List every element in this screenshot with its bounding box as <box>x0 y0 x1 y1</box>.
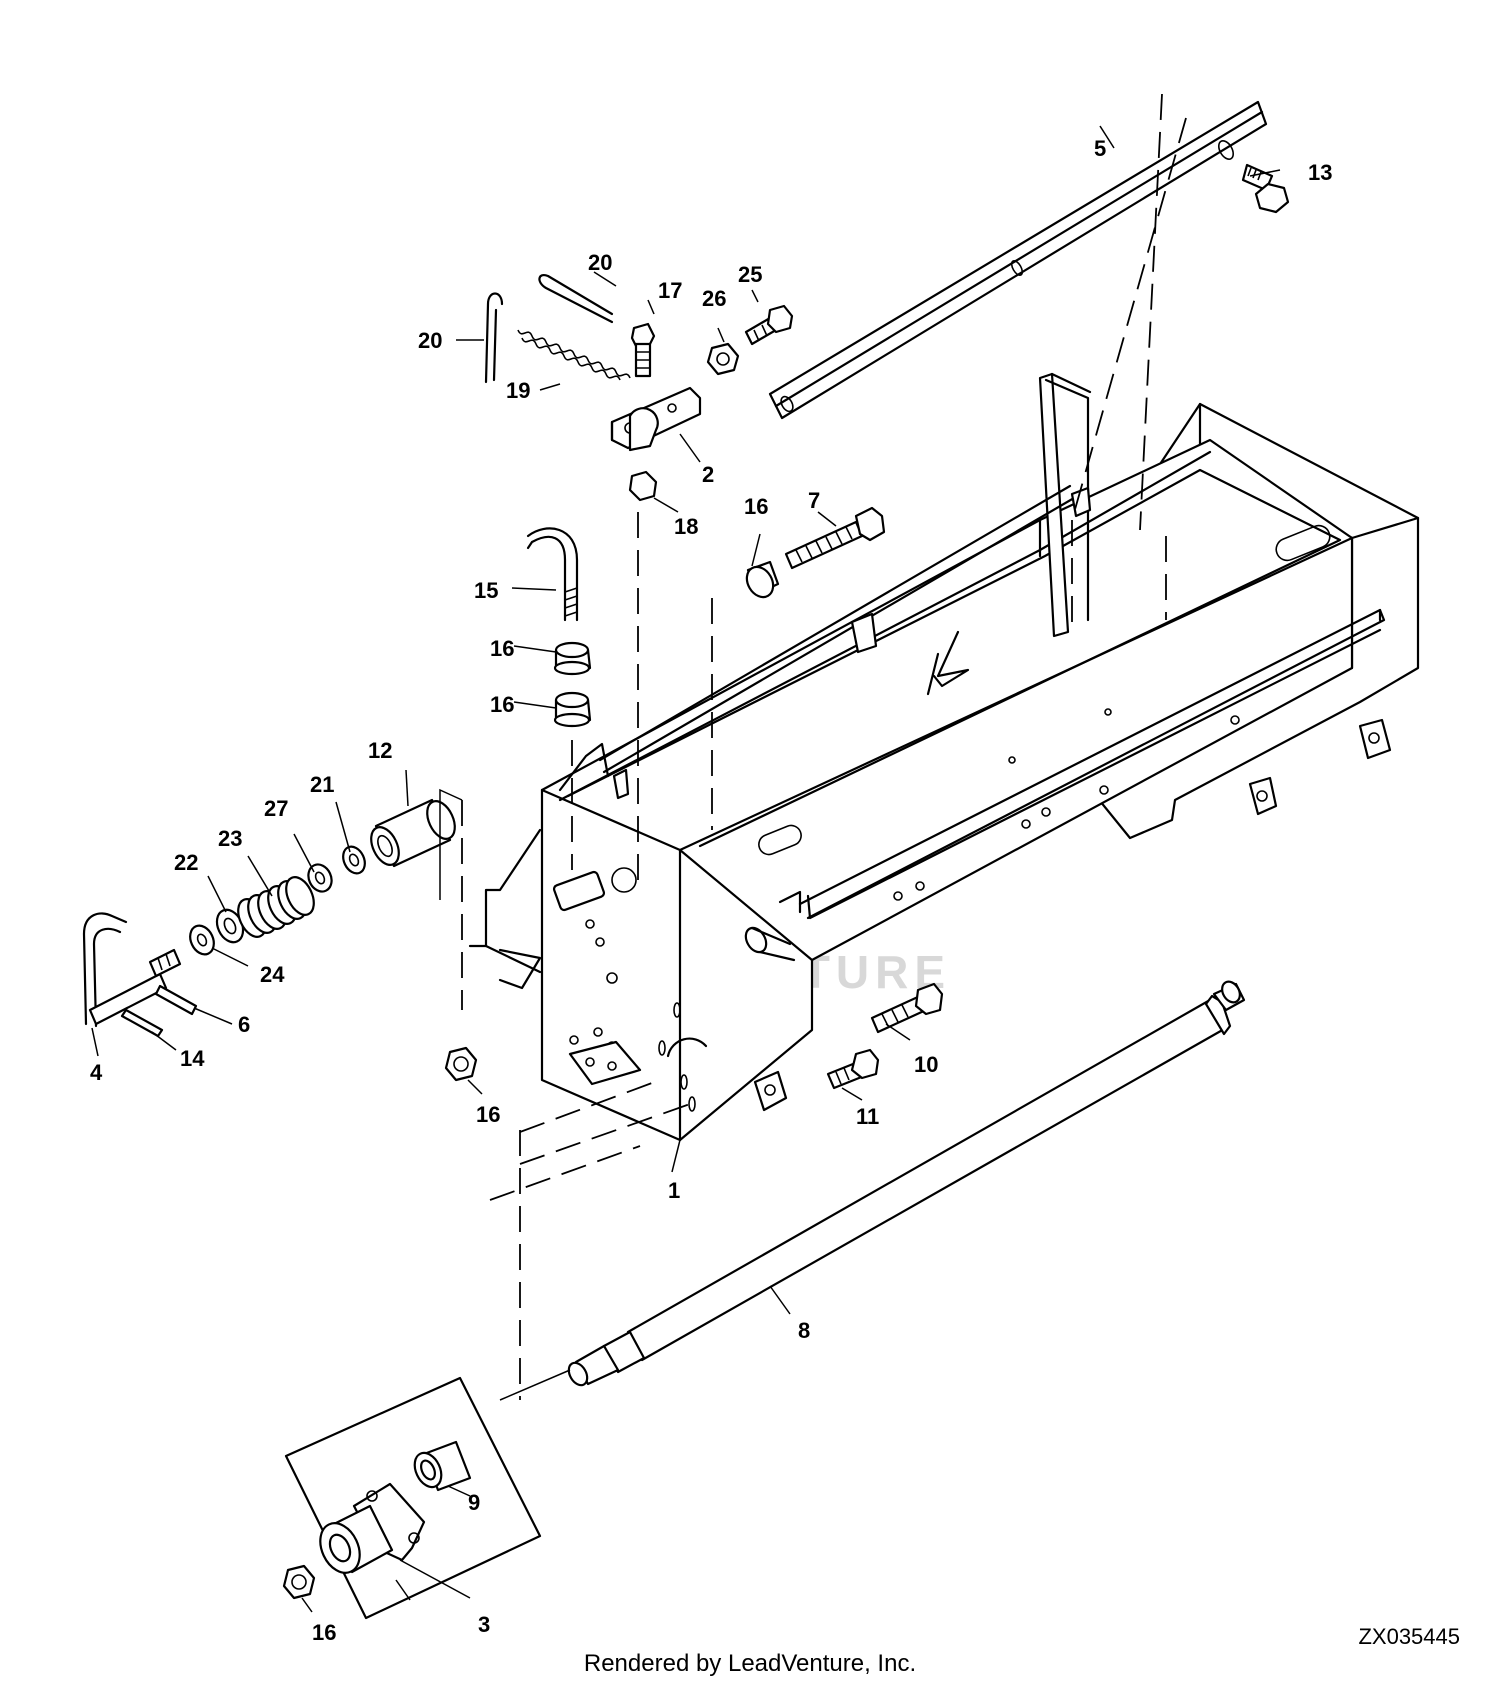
callout-24: 24 <box>260 962 285 987</box>
leader-lines <box>91 125 1281 1613</box>
callout-16-a: 16 <box>744 494 768 519</box>
pin-part-6 <box>154 984 198 1016</box>
callout-3: 3 <box>478 1612 490 1637</box>
callout-20-b: 20 <box>418 328 442 353</box>
callout-21: 21 <box>310 772 334 797</box>
callout-16-b: 16 <box>490 636 514 661</box>
nut-part-21 <box>342 845 366 875</box>
callout-2: 2 <box>702 462 714 487</box>
callout-18: 18 <box>674 514 698 539</box>
callout-13: 13 <box>1308 160 1332 185</box>
callout-17: 17 <box>658 278 682 303</box>
hook-part-15 <box>526 527 579 622</box>
footer-credit: Rendered by LeadVenture, Inc. <box>583 1650 917 1677</box>
washer-part-24 <box>189 924 215 956</box>
callout-26: 26 <box>702 286 726 311</box>
cotter-pin-part-20-top <box>538 274 614 324</box>
bracket-part-2 <box>610 386 702 452</box>
callout-12: 12 <box>368 738 392 763</box>
spring-part-23 <box>237 876 315 938</box>
main-frame-part-1 <box>468 372 1420 1142</box>
callout-16-e: 16 <box>312 1620 336 1645</box>
nut-part-16-left <box>444 1046 478 1082</box>
bolt-part-17 <box>630 322 656 378</box>
callout-1: 1 <box>668 1178 680 1203</box>
bar-part-5 <box>768 100 1268 420</box>
callout-14: 14 <box>180 1046 205 1071</box>
callout-labels: 1 2 3 4 5 6 7 8 9 10 11 12 13 14 15 16 1… <box>90 136 1332 1645</box>
nut-part-18 <box>628 470 658 502</box>
callout-23: 23 <box>218 826 242 851</box>
nut-part-16-right <box>745 560 780 599</box>
callout-15: 15 <box>474 578 498 603</box>
bolt-part-11 <box>826 1048 880 1090</box>
nut-part-26 <box>706 342 740 376</box>
nut-part-16-upper-a <box>553 641 592 676</box>
spring-part-19 <box>517 329 631 381</box>
callout-20-a: 20 <box>588 250 612 275</box>
callout-10: 10 <box>914 1052 938 1077</box>
callout-6: 6 <box>238 1012 250 1037</box>
assembly-lines <box>439 93 1187 1401</box>
callout-9: 9 <box>468 1490 480 1515</box>
bolt-part-10 <box>870 982 944 1034</box>
callout-4: 4 <box>90 1060 103 1085</box>
nut-part-16-bottom <box>282 1564 316 1600</box>
cotter-pin-part-20-left <box>484 292 504 384</box>
callout-16-c: 16 <box>490 692 514 717</box>
figure-id: ZX035445 <box>1358 1624 1460 1649</box>
callout-19: 19 <box>506 378 530 403</box>
bolt-part-13 <box>1241 163 1290 214</box>
latch-handle-part-4 <box>82 912 182 1028</box>
callout-7: 7 <box>808 488 820 513</box>
nut-part-16-upper-b <box>553 691 592 728</box>
sleeve-part-12 <box>370 798 456 868</box>
callout-5: 5 <box>1094 136 1106 161</box>
callout-25: 25 <box>738 262 762 287</box>
pin-part-14 <box>120 1008 164 1038</box>
washer-part-22 <box>215 908 245 944</box>
bolt-part-7 <box>784 506 886 570</box>
bolt-part-25 <box>744 304 794 346</box>
bearing-assembly-part-3 <box>284 1376 542 1620</box>
callout-8: 8 <box>798 1318 810 1343</box>
shaft-part-8 <box>567 980 1246 1387</box>
callout-27: 27 <box>264 796 288 821</box>
callout-22: 22 <box>174 850 198 875</box>
callout-11: 11 <box>856 1104 879 1129</box>
callout-16-d: 16 <box>476 1102 500 1127</box>
